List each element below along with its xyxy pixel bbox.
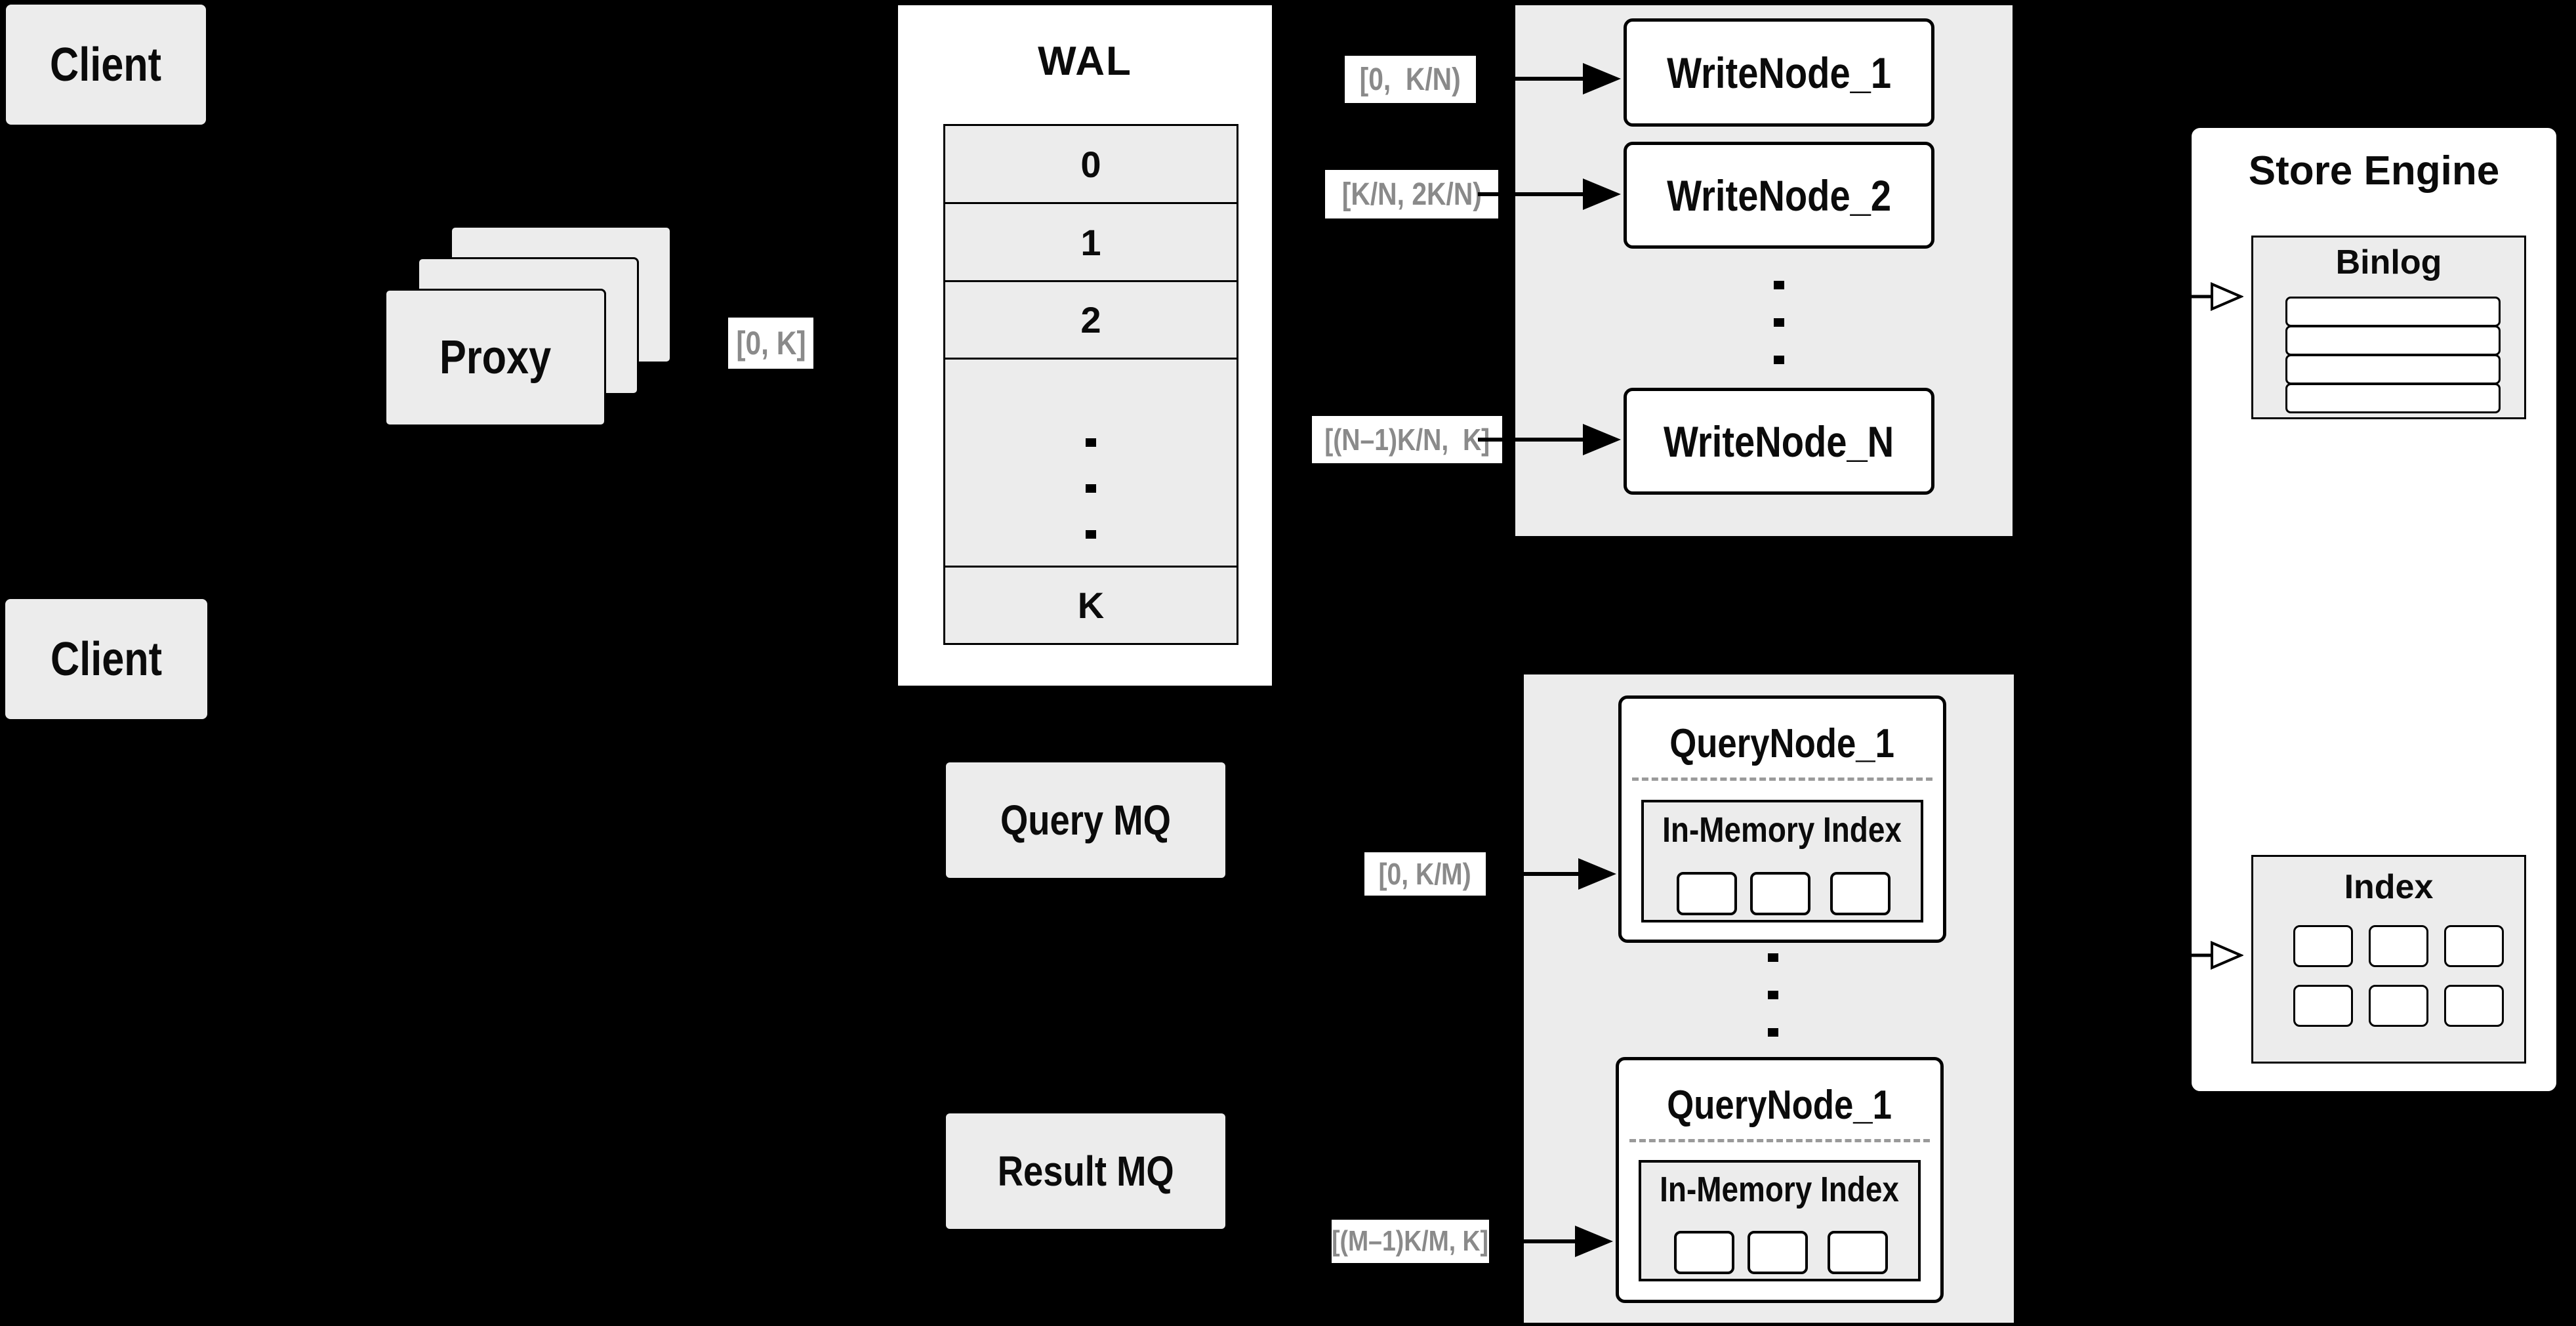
in-memory-segment [1677,872,1737,915]
store-engine-title: Store Engine [2248,148,2500,194]
write-node-n-label: WriteNode_N [1664,417,1894,466]
client-top-node: Client [6,5,206,125]
client-bottom-label: Client [50,632,162,686]
query-node-ellipsis-dots [1768,953,1778,1037]
query-mq-label: Query MQ [1000,797,1171,844]
wal-row-ellipsis [943,358,1238,568]
arrow-to-write-node-n [1478,424,1621,455]
index-cell [2369,925,2428,967]
range-label-write-2: [K/N, 2K/N) [1325,170,1498,218]
proxy-label: Proxy [439,331,552,384]
in-memory-index-1: In-Memory Index [1641,800,1923,922]
wal-row-0: 0 [943,124,1238,204]
binlog-segment [2285,325,2501,356]
write-node-1-label: WriteNode_1 [1667,48,1891,97]
range-label-query-m: [(M–1)K/M, K] [1332,1220,1489,1263]
query-node-panel: QueryNode_1 In-Memory Index QueryNode_1 [1522,673,2016,1325]
index-title: Index [2344,868,2434,906]
in-memory-index-1-label: In-Memory Index [1662,810,1902,850]
range-label-write-1: [0, K/N) [1345,56,1476,103]
wal-node: WAL 0 1 2 K [898,5,1272,686]
in-memory-segment [1828,1231,1888,1274]
query-node-1-title: QueryNode_1 [1669,720,1895,766]
query-node-m: QueryNode_1 In-Memory Index [1616,1057,1944,1303]
in-memory-segment [1748,1231,1808,1274]
range-label-proxy-out: [0, K] [728,318,813,369]
index-cell [2293,925,2353,967]
write-node-2-label: WriteNode_2 [1667,171,1891,220]
arrow-to-query-node-1 [1488,858,1616,890]
write-node-2: WriteNode_2 [1624,142,1934,249]
client-top-label: Client [50,38,162,91]
binlog-segment [2285,383,2501,413]
binlog-box: Binlog [2251,236,2526,419]
write-node-ellipsis-dots [1774,281,1784,364]
result-mq-node: Result MQ [946,1113,1225,1229]
wal-row-k: K [943,566,1238,645]
query-node-m-separator [1629,1139,1930,1142]
in-memory-index-m-label: In-Memory Index [1660,1170,1900,1209]
wal-title: WAL [1038,38,1132,84]
arrow-to-write-node-1 [1478,63,1621,94]
arrow-to-write-node-2 [1478,178,1621,210]
binlog-segment [2285,354,2501,384]
result-mq-label: Result MQ [997,1148,1174,1195]
wal-row-1: 1 [943,202,1238,282]
index-cell [2444,925,2504,967]
proxy-node: Proxy [384,289,606,426]
index-cell [2444,985,2504,1027]
in-memory-segment [1674,1231,1734,1274]
wal-ellipsis-dots [1086,438,1096,539]
arrow-to-binlog [2191,282,2243,311]
range-label-query-1: [0, K/M) [1364,852,1486,896]
query-node-1: QueryNode_1 In-Memory Index [1618,695,1946,943]
in-memory-index-m: In-Memory Index [1639,1160,1921,1281]
binlog-title: Binlog [2335,243,2442,281]
query-node-m-title: QueryNode_1 [1667,1082,1892,1128]
query-mq-node: Query MQ [946,762,1225,878]
in-memory-segment [1830,872,1891,915]
write-node-n: WriteNode_N [1624,388,1934,495]
wal-row-2: 2 [943,280,1238,360]
store-engine-node: Store Engine Binlog Index [2190,126,2558,1093]
query-node-1-separator [1632,777,1932,781]
index-cell [2369,985,2428,1027]
write-node-panel: WriteNode_1 WriteNode_2 WriteNode_N [1513,3,2014,538]
wal-segment-table: 0 1 2 K [943,124,1238,645]
index-box: Index [2251,855,2526,1064]
arrow-to-index [2191,941,2243,970]
range-label-write-n: [(N–1)K/N, K] [1312,416,1502,463]
client-bottom-node: Client [5,599,207,719]
write-node-1: WriteNode_1 [1624,18,1934,127]
in-memory-segment [1750,872,1810,915]
arrow-to-query-node-m [1491,1226,1613,1257]
index-cell [2293,985,2353,1027]
binlog-segment [2285,297,2501,327]
